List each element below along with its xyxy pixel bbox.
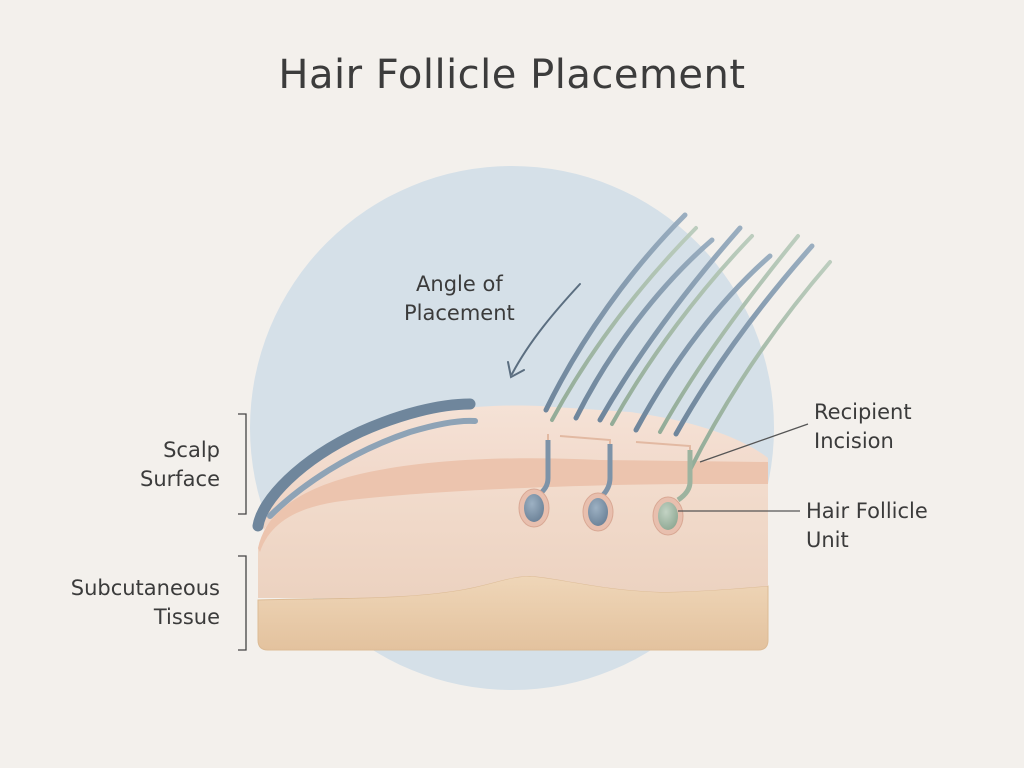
angle-of-placement-label: Angle of Placement [404,270,515,328]
scalp-label-line2: Surface [139,467,220,491]
scalp-label-line1: Scalp [163,438,220,462]
scalp-surface-layer [262,405,768,530]
subcutaneous-tissue-label: Subcutaneous Tissue [71,574,220,632]
recipient-incision-label: Recipient Incision [814,398,912,456]
subcutaneous-bracket [238,555,247,651]
transplanted-hairs [543,212,832,472]
subcutaneous-label-line2: Tissue [153,605,220,629]
recipient-label-line2: Incision [814,429,894,453]
subcutaneous-layer [257,575,769,651]
angle-label-line2: Placement [404,301,515,325]
follicle-label-line2: Unit [806,528,849,552]
angle-label-line1: Angle of [416,272,503,296]
recipient-label-line1: Recipient [814,400,912,424]
follicle-units [518,440,693,536]
surface-hairs [252,398,478,532]
scalp-surface-bracket [238,413,247,515]
dermis-layer [258,482,768,599]
recipient-incision-callout [699,423,809,463]
follicle-label-line1: Hair Follicle [806,499,928,523]
page-title: Hair Follicle Placement [278,52,746,98]
scalp-surface-label: Scalp Surface [140,436,220,494]
angle-arrow [507,283,581,379]
hair-follicle-unit-label: Hair Follicle Unit [806,497,928,555]
scalp-dermis-band [258,453,768,552]
subcutaneous-label-line1: Subcutaneous [70,576,220,600]
